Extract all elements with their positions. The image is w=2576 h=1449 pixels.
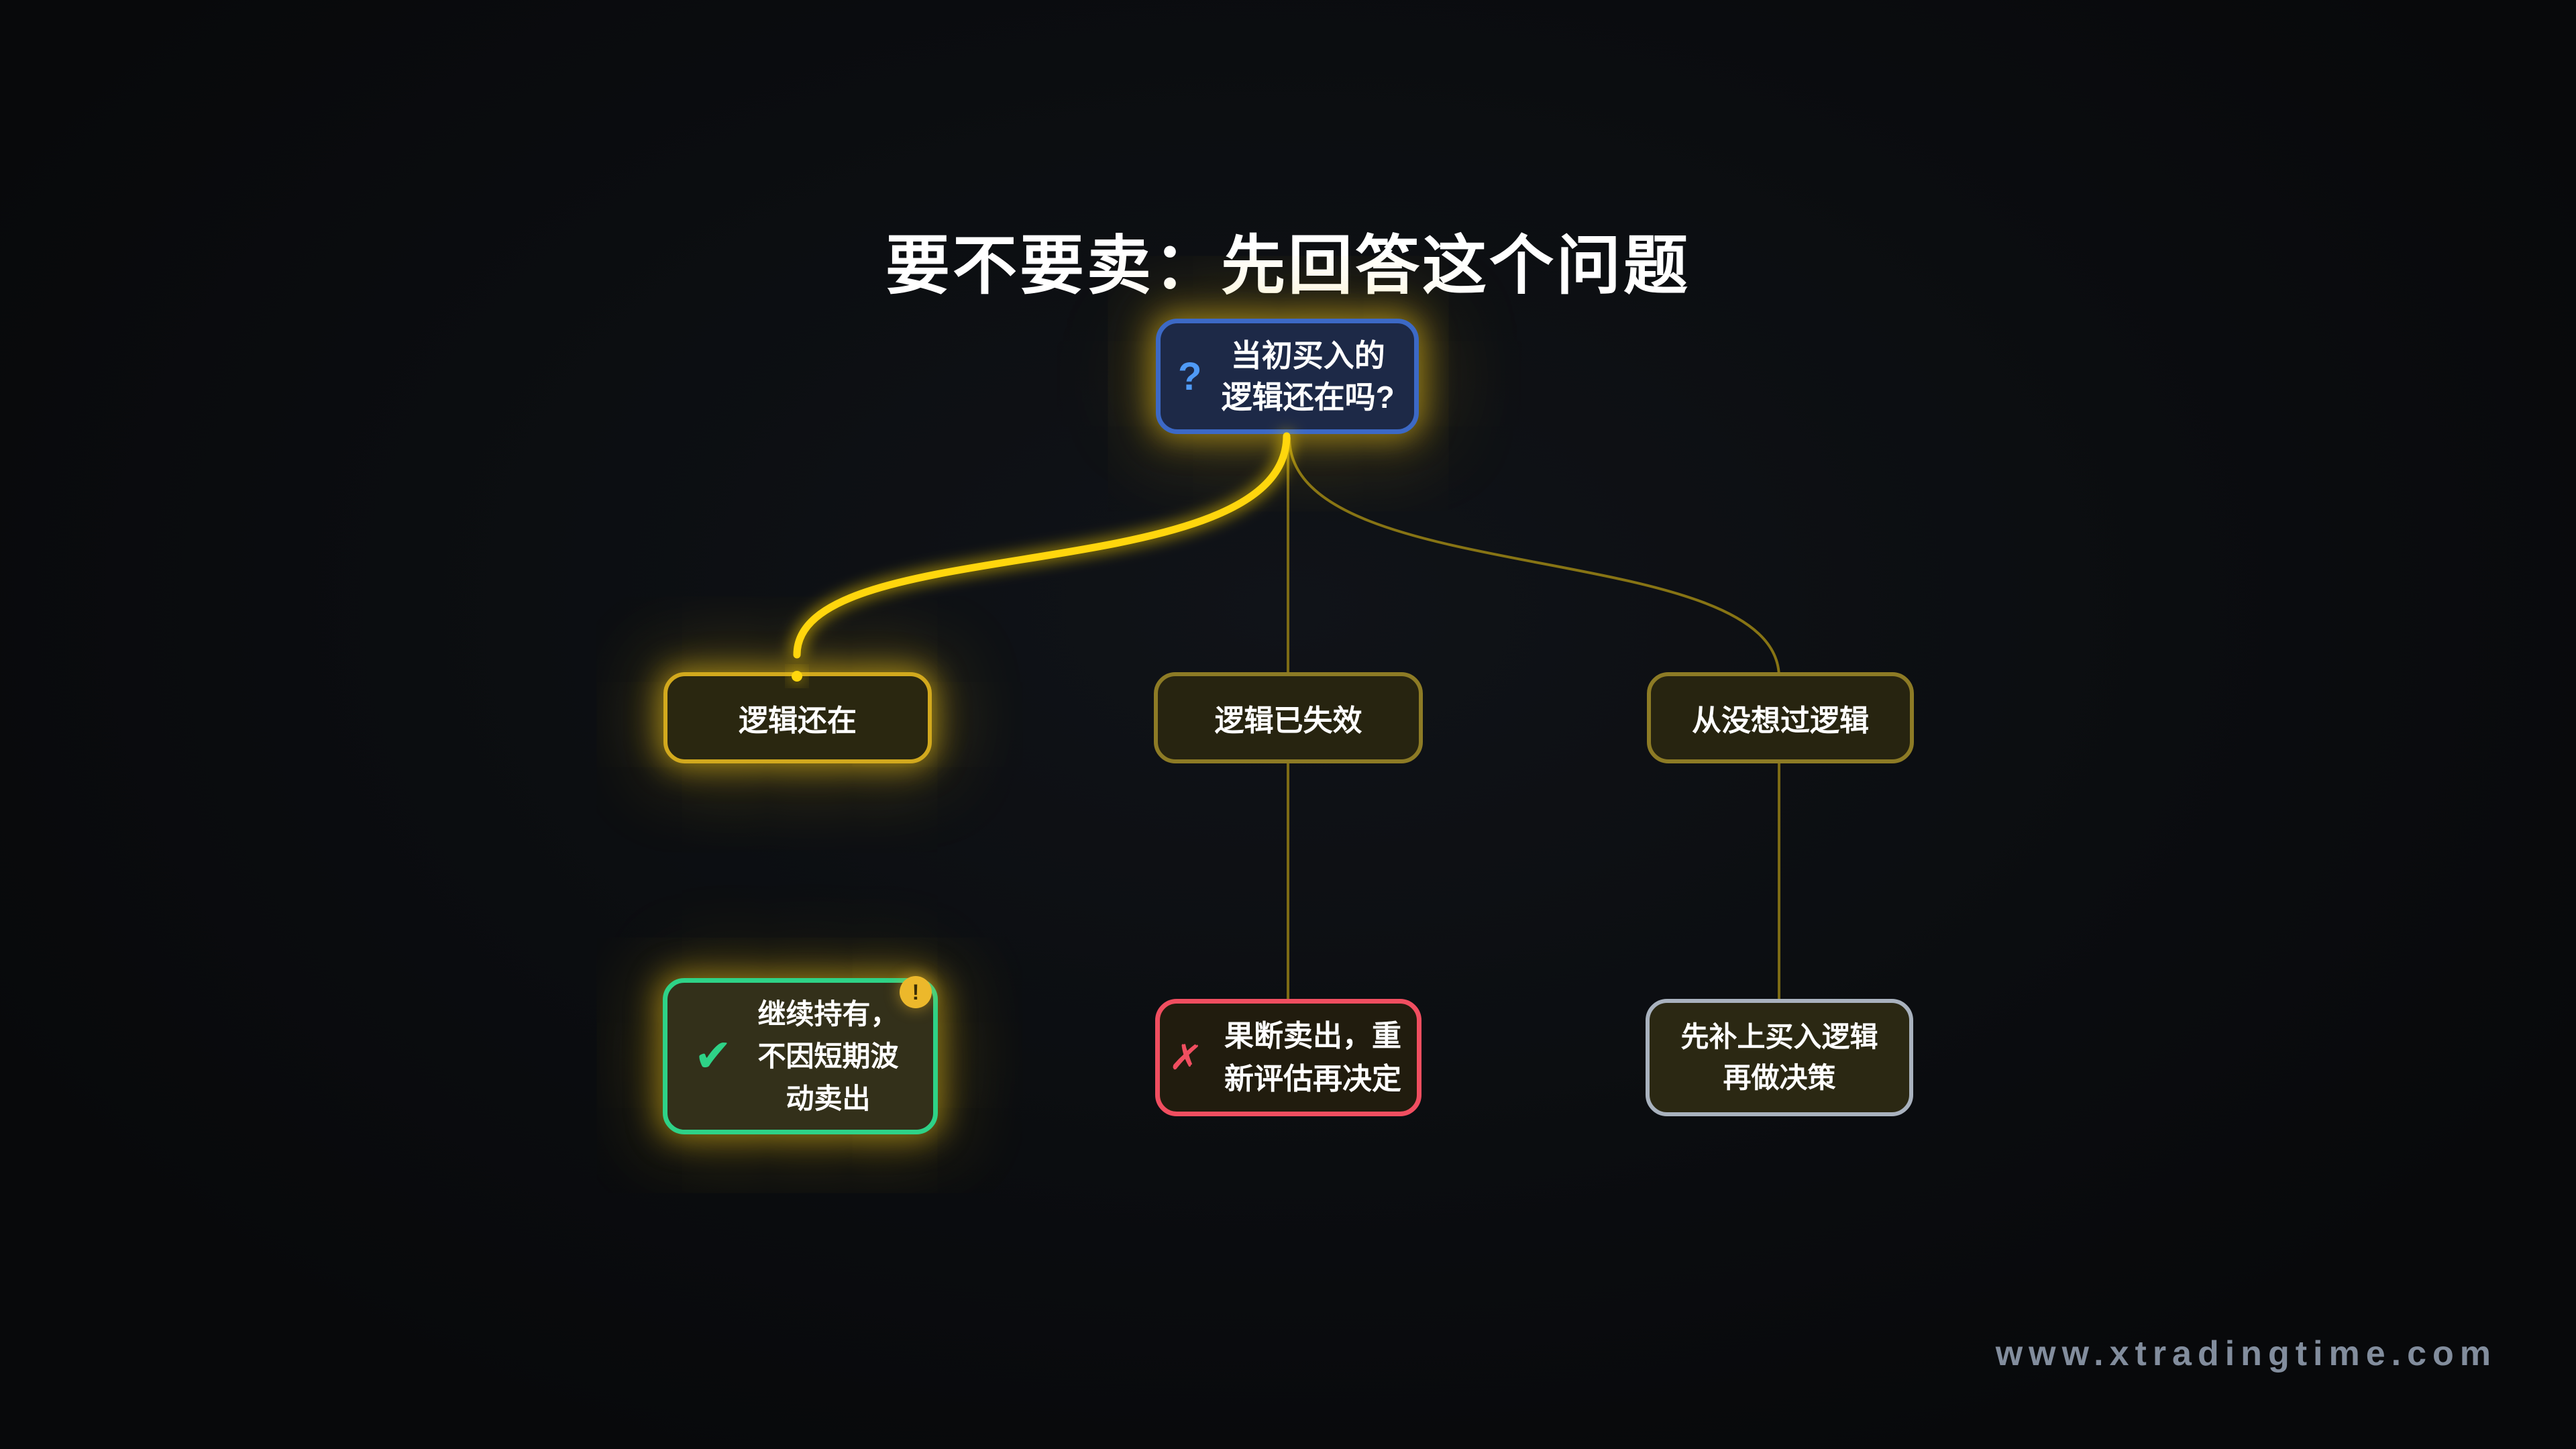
node-leaf-sell-decisively: ✗ 果断卖出，重新评估再决定 [1155,999,1421,1116]
page-title: 要不要卖：先回答这个问题 [885,230,1690,302]
cross-icon: ✗ [1167,1034,1205,1081]
leaf-label: 继续持有，不因短期波动卖出 [757,998,899,1114]
check-icon: ✔ [694,1030,733,1081]
branch-label: 逻辑已失效 [1214,704,1362,737]
branch-label: 从没想过逻辑 [1692,704,1869,737]
edge-root-to-never [1288,437,1780,678]
node-leaf-fill-in-logic: 先补上买入逻辑再做决策 [1646,999,1913,1116]
edge-root-to-still-valid [793,432,1291,659]
leaf-label: 果断卖出，重新评估再决定 [1224,1019,1401,1095]
alert-badge-icon: ! [900,976,932,1008]
node-leaf-keep-holding: ✔ 继续持有，不因短期波动卖出 ! [663,976,938,1134]
leaf-label: 先补上买入逻辑再做决策 [1680,1020,1878,1093]
watermark-url: www.xtradingtime.com [1995,1334,2497,1373]
root-question-label: 当初买入的逻辑还在吗? [1221,337,1395,415]
node-branch-logic-still-valid: 逻辑还在 [663,672,932,763]
question-mark-icon: ? [1178,354,1202,398]
branch-label: 逻辑还在 [739,704,857,737]
node-branch-logic-invalid: 逻辑已失效 [1154,672,1423,763]
node-branch-never-thought: 从没想过逻辑 [1647,672,1914,763]
node-root-question: ? 当初买入的逻辑还在吗? [1156,319,1419,434]
